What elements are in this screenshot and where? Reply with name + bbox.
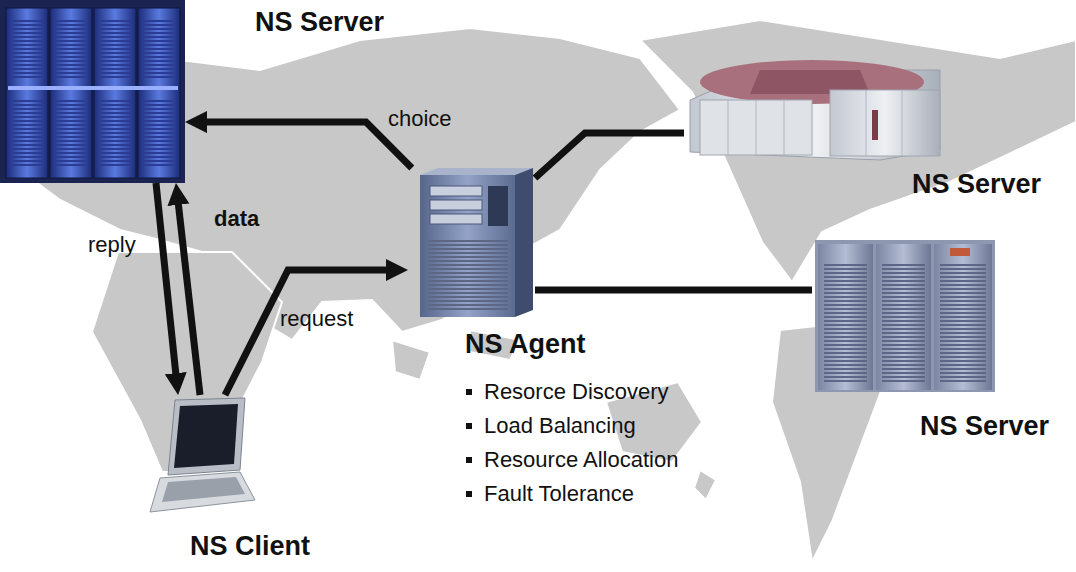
connector-arrow [535, 287, 812, 294]
edge-label: reply [88, 232, 136, 258]
continents [0, 20, 1076, 562]
connector-arrow [197, 122, 412, 168]
client-node: NS Client [145, 395, 255, 515]
server-node: NS Server [0, 0, 185, 183]
server-illustration [0, 0, 185, 183]
bullet-dot [466, 389, 472, 395]
connector-arrow [156, 183, 177, 383]
bullet-dot [466, 491, 472, 497]
server-illustration [690, 60, 940, 160]
node-label: NS Server [255, 6, 384, 38]
node-label: NS Server [912, 168, 1041, 200]
feature-item: Resource Allocation [466, 447, 678, 473]
edge-label: request [280, 306, 353, 332]
agent-illustration [420, 168, 533, 317]
agent-node: NS AgentResorce DiscoveryLoad BalancingR… [408, 168, 535, 320]
edge-label: data [214, 206, 259, 232]
server-node: NS Server [812, 235, 1000, 395]
bullet-dot [466, 457, 472, 463]
edge-label: choice [388, 106, 452, 132]
feature-item: Fault Tolerance [466, 481, 634, 507]
connector-arrow [535, 133, 684, 178]
connector-arrow [177, 195, 200, 395]
feature-item: Load Balancing [466, 413, 636, 439]
server-illustration [815, 240, 995, 392]
laptop-illustration [150, 398, 255, 512]
node-label: NS Agent [465, 328, 586, 360]
node-label: NS Client [190, 530, 310, 562]
feature-item: Resorce Discovery [466, 379, 669, 405]
connector-arrow [225, 270, 396, 395]
bullet-dot [466, 423, 472, 429]
node-label: NS Server [920, 410, 1049, 442]
server-node: NS Server [684, 55, 945, 160]
